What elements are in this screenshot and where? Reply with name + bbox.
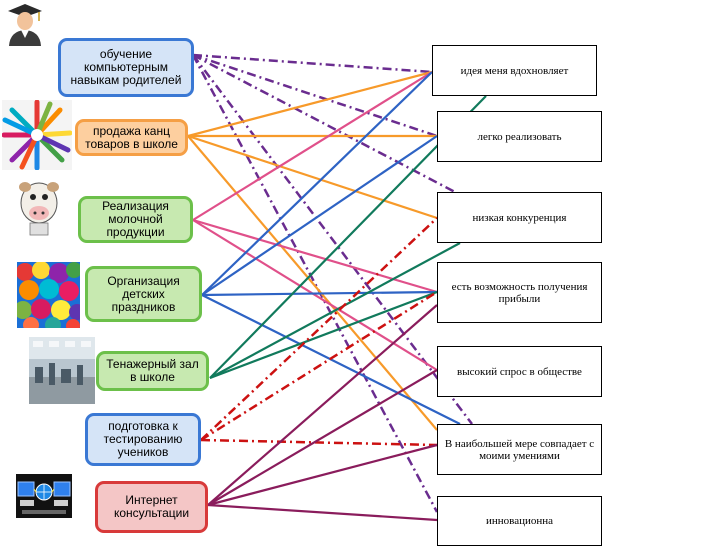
- connector-web-demand: [207, 369, 438, 506]
- criterion-box-low-competition: низкая конкуренция: [437, 192, 602, 243]
- connector-edu-innov: [191, 54, 439, 513]
- connector-web-profit: [207, 304, 438, 506]
- cow-icon: [14, 175, 64, 237]
- balloons-icon: [14, 261, 85, 333]
- gym-photo-icon: [29, 337, 95, 404]
- connector-kids-easy: [201, 135, 438, 296]
- idea-box-internet-consulting: Интернет консультации: [95, 481, 208, 533]
- connector-edu-easy: [192, 53, 438, 138]
- criterion-box-profit-opportunity: есть возможность получения прибыли: [437, 262, 602, 323]
- criterion-box-easy-to-implement: легко реализовать: [437, 111, 602, 162]
- connector-web-innov: [207, 503, 438, 522]
- connector-milk-demand: [192, 219, 438, 371]
- idea-box-kids-parties: Организация детских праздников: [85, 266, 202, 322]
- connector-web-skills: [207, 443, 438, 507]
- connector-shop-skills: [187, 135, 438, 431]
- connector-shop-idea: [187, 70, 433, 138]
- criterion-box-inspiring: идея меня вдохновляет: [432, 45, 597, 96]
- connector-kids-idea: [201, 71, 433, 296]
- computer-network-icon: [16, 474, 72, 518]
- connector-gym-profit: [209, 290, 438, 380]
- criterion-box-matches-skills: В наибольшей мере совпадает с моими умен…: [437, 424, 602, 475]
- connector-milk-idea: [192, 71, 433, 221]
- idea-box-stationery-sales: продажа канц товаров в школе: [75, 119, 188, 156]
- connector-gym-lowcomp: [209, 242, 461, 379]
- criterion-box-innovative: инновационна: [437, 496, 602, 546]
- connector-prep-profit: [200, 290, 438, 442]
- graduate-icon: [6, 2, 44, 46]
- idea-box-test-preparation: подготовка к тестированию учеников: [85, 413, 201, 466]
- connector-kids-profit: [201, 290, 438, 297]
- connector-edu-idea: [192, 53, 433, 74]
- idea-box-dairy-products: Реализация молочной продукции: [78, 196, 193, 243]
- colored-pencils-icon: [1, 99, 73, 171]
- connector-prep-skills: [200, 438, 438, 447]
- idea-box-school-gym: Тенажерный зал в школе: [96, 351, 209, 391]
- idea-box-computer-training: обучение компьютерным навыкам родителей: [58, 38, 194, 97]
- connector-milk-profit: [192, 218, 438, 294]
- connector-edu-lowcomp: [192, 53, 456, 194]
- criterion-box-high-demand: высокий спрос в обществе: [437, 346, 602, 397]
- connector-shop-lowcomp: [187, 134, 438, 220]
- connector-prep-lowcomp: [200, 217, 438, 441]
